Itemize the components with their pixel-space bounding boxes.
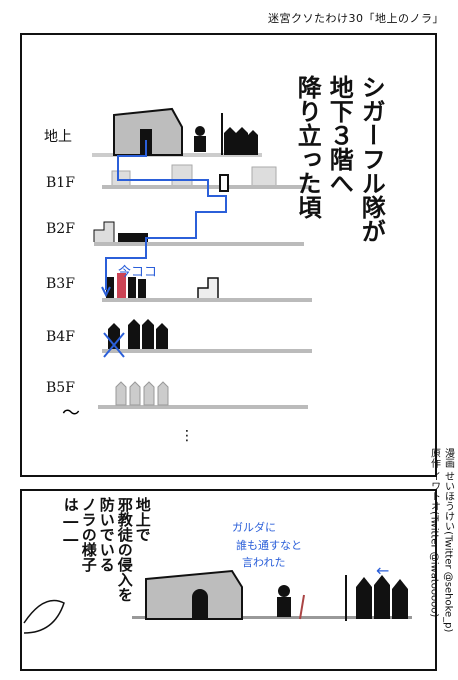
floor-label-b4f: B4F [46,329,75,345]
route-arrow [101,286,111,298]
b3f-ground [102,298,312,302]
floor-label-b5f: B5F [46,380,75,396]
svg-text:〜: 〜 [62,403,80,424]
b5f-figures [115,381,169,406]
route-line [105,140,227,290]
pointer-arrow: ← [376,561,390,580]
narration-line-1: 地上で [133,497,152,542]
credit-manga: 漫画 せいほうけい(Twitter @sehoke_p) [442,448,454,633]
note-line-1: ガルダに [232,521,276,534]
bottom-panel: 地上で 邪教徒の侵入を 防いでいる ノラの様子 は―― ガルダに 誰も通すなと … [20,489,437,671]
narration-line-4: ノラの様子 [79,497,98,572]
b1f-door [219,174,229,192]
narration-line-1: シガーフル隊が [357,75,386,243]
nora-figure [277,585,291,617]
b4f-figures [108,319,168,349]
surface-figures [194,126,258,155]
narration-line-3: 降り立った頃 [293,75,322,219]
surface-scene [23,569,412,634]
note-line-2: 誰も通すなと [236,538,302,552]
floor-label-b3f: B3F [46,276,75,292]
top-panel: 〜 ⋮ 地上 B1F B2F B3F B4F B5F 今ココ シガーフル隊が 地… [20,33,437,477]
b2f-ground [94,242,304,246]
floor-label-b1f: B1F [46,175,75,191]
dungeon-cross-section: 〜 ⋮ [62,107,312,444]
narration-line-5: は―― [61,497,80,548]
floor-label-surface: 地上 [44,129,72,145]
b5f-ground [98,405,308,409]
note-line-3: 言われた [242,556,286,570]
handwritten-note: ガルダに 誰も通すなと 言われた [232,519,302,572]
blocked-mark [103,332,125,358]
cultist-figures [356,575,408,619]
narration-line-2: 地下３階へ [325,75,354,195]
chapter-title: 迷宮クソたわけ30「地上のノラ」 [268,12,444,25]
credit-original: 原作 イワトオ(Twitter @iwatooooo) [428,448,440,618]
narration-line-2: 邪教徒の侵入を [115,497,134,602]
narration-line-3: 防いでいる [97,497,116,572]
ruin-door [192,589,208,619]
floor-label-b2f: B2F [46,221,75,237]
svg-text:⋮: ⋮ [180,428,194,444]
b4f-ground [102,349,312,353]
here-label: 今ココ [118,265,158,280]
